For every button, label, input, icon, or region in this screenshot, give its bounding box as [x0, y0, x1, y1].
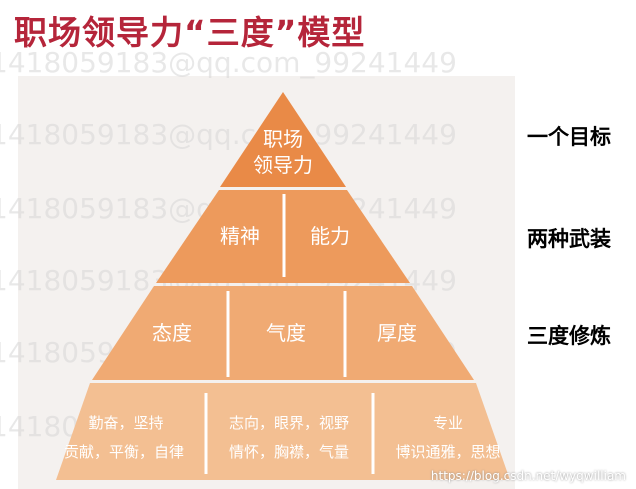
pyramid-apex	[220, 92, 346, 187]
watermark-text: 1418059183@qq.com_99241449	[0, 118, 457, 151]
page-title: 职场领导力“三度”模型	[14, 13, 366, 52]
tier4-cell-1-line-1: 勤奋，坚持	[88, 414, 163, 432]
tier3-cell-depth: 厚度	[377, 321, 417, 345]
tier2-cell-ability: 能力	[310, 224, 350, 248]
level-label-cultivation: 三度修炼	[527, 324, 611, 348]
level-label-goal: 一个目标	[527, 125, 611, 149]
tier4-cell-3-line-2: 博识通雅，思想	[395, 443, 500, 461]
tier4-cell-3-line-1: 专业	[433, 414, 463, 432]
pyramid-tier-3	[92, 286, 474, 380]
tier4-cell-2-line-1: 志向，眼界，视野	[229, 414, 349, 432]
watermark-text: 1418059183@qq.com_99241449	[0, 46, 457, 79]
tier-dividers	[204, 194, 375, 474]
tier4-cell-2-line-2: 情怀，胸襟，气量	[229, 443, 349, 461]
apex-line-1: 职场	[263, 127, 303, 151]
tier2-cell-spirit: 精神	[220, 224, 260, 248]
pyramid-tier-4	[56, 383, 510, 480]
source-url-watermark: https://blog.csdn.net/wyqwilliam	[430, 469, 626, 483]
tier3-cell-magnanimity: 气度	[266, 321, 306, 345]
tier3-cell-attitude: 态度	[152, 321, 192, 345]
tier4-cell-1-line-2: 贡献，平衡，自律	[64, 443, 184, 461]
level-label-armament: 两种武装	[527, 227, 611, 251]
apex-line-2: 领导力	[253, 153, 313, 177]
